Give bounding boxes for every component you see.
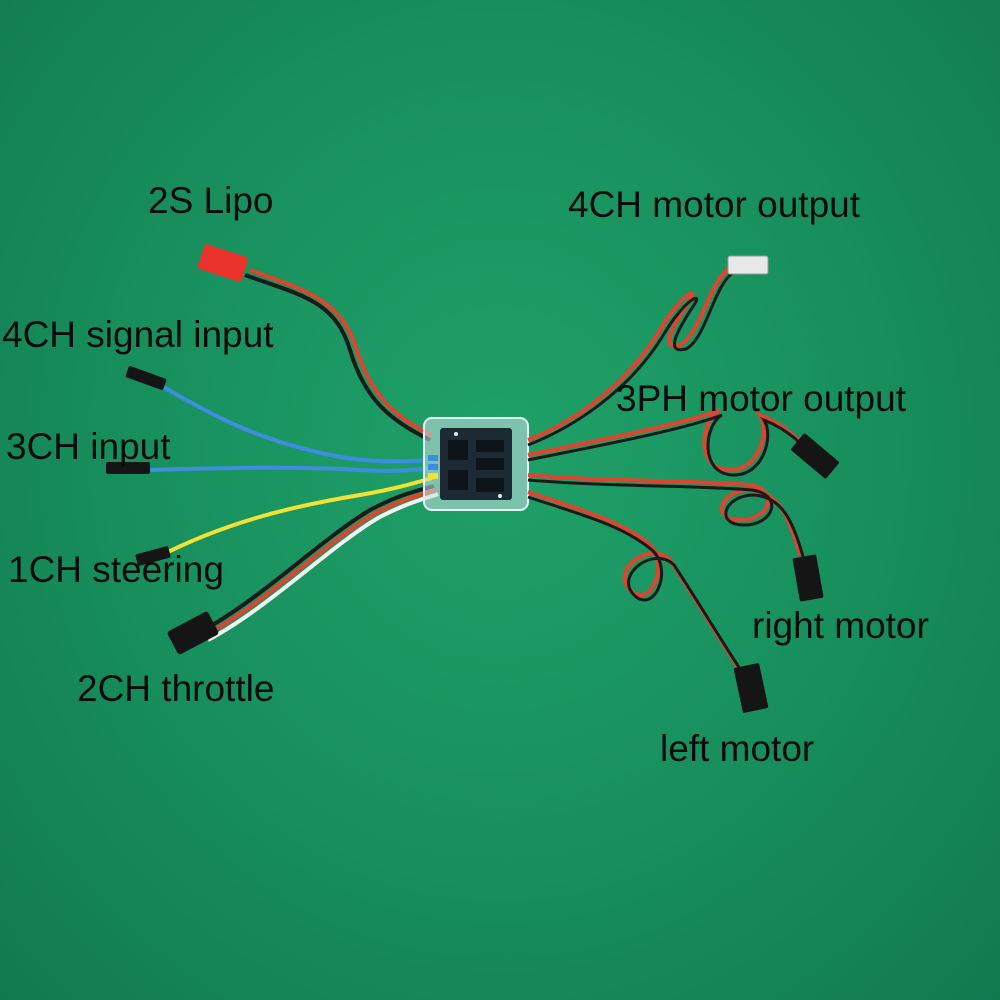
label-3ch-input: 3CH input — [6, 426, 171, 467]
servo-connector-2ch — [167, 611, 219, 655]
right-motor-lead — [527, 473, 824, 602]
label-2ch-throttle: 2CH throttle — [77, 668, 275, 709]
motor-output-3ph-lead — [527, 408, 839, 479]
left-motor-lead — [527, 490, 769, 713]
label-4ch-motor-output: 4CH motor output — [568, 184, 861, 225]
pin-header-1ch — [135, 546, 171, 566]
label-1ch-steering: 1CH steering — [8, 549, 224, 590]
label-left-motor: left motor — [660, 728, 815, 769]
pin-header-4ch — [125, 366, 167, 390]
jst-connector — [197, 244, 249, 282]
right-motor-connector — [792, 554, 824, 602]
pin-header-3ch — [106, 462, 150, 474]
steering-wire — [135, 476, 433, 566]
throttle-lead — [167, 484, 439, 655]
label-4ch-signal-input: 4CH signal input — [2, 314, 274, 355]
label-3ph-motor-output: 3PH motor output — [616, 378, 906, 419]
motor-output-4ch-lead — [527, 255, 769, 447]
left-motor-connector — [733, 663, 769, 713]
label-right-motor: right motor — [752, 605, 929, 646]
motor-connector-3ph — [791, 433, 839, 479]
motor-connector-4ch — [727, 255, 769, 275]
controller-board — [423, 417, 529, 511]
lipo-lead — [197, 244, 433, 442]
blue-signal-wires — [106, 366, 433, 474]
label-2s-lipo: 2S Lipo — [148, 180, 274, 221]
